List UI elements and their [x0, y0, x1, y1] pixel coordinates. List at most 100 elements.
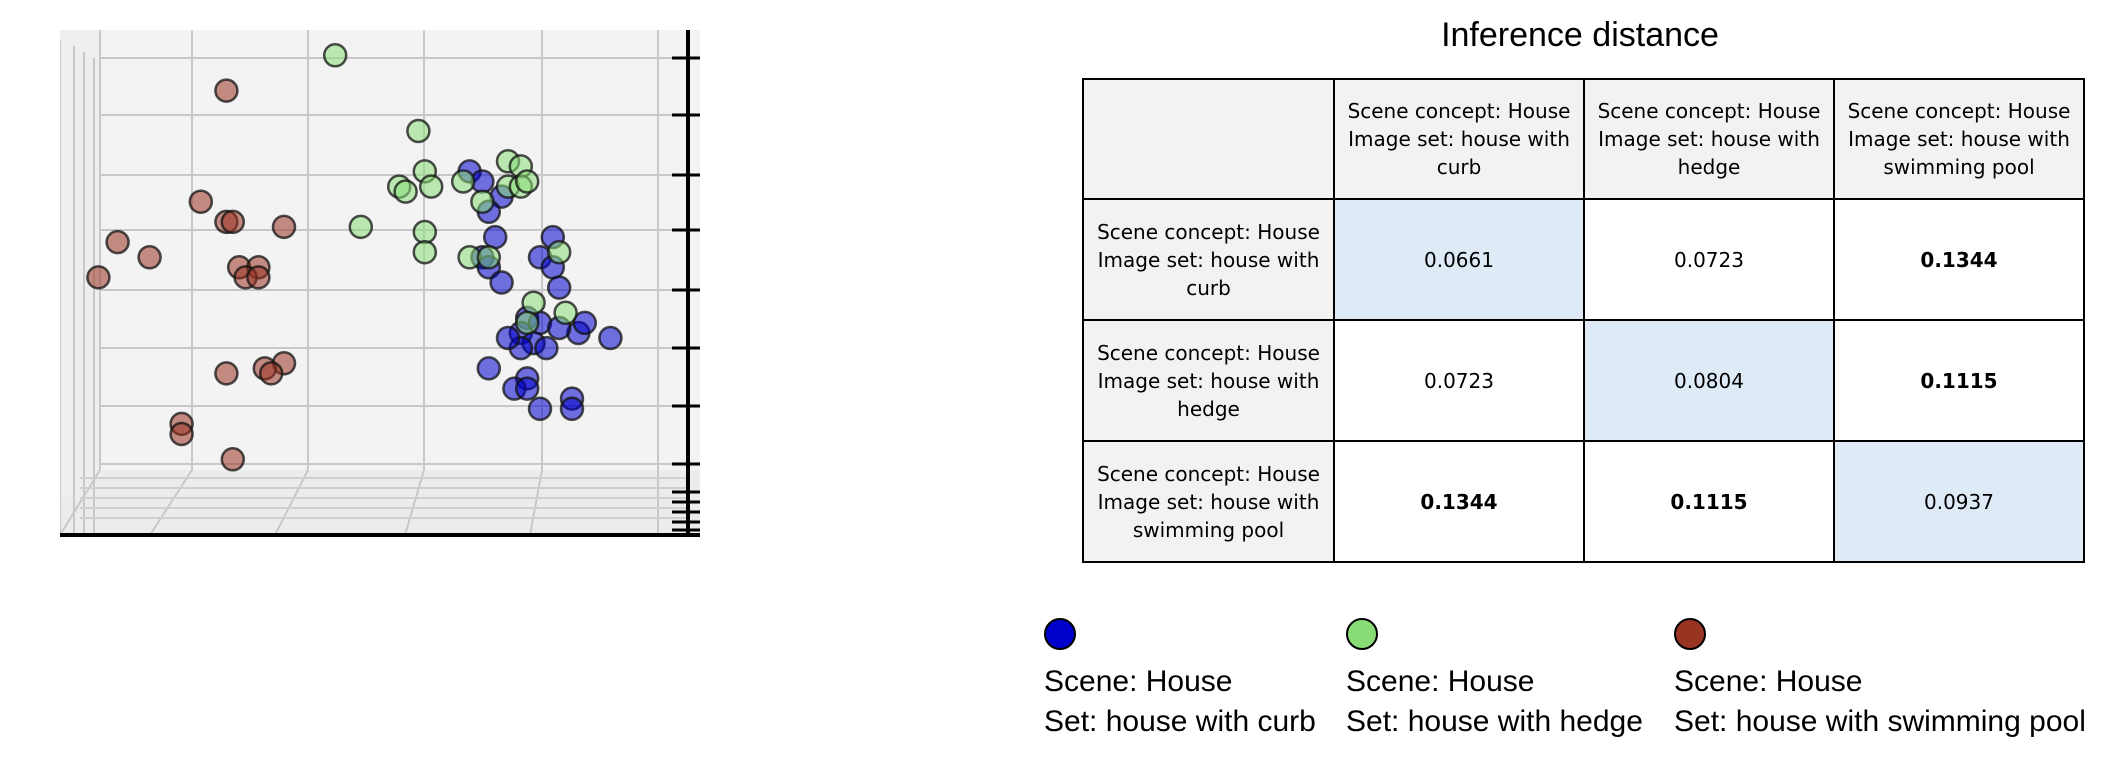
- table-cell: 0.1115: [1833, 319, 2085, 442]
- scatter-point: [521, 290, 546, 315]
- column-header-hedge: Scene concept: House Image set: house wi…: [1583, 78, 1835, 200]
- legend-label-line: Set: house with swimming pool: [1674, 705, 2086, 738]
- scatter-point: [598, 325, 623, 351]
- scatter-point: [553, 300, 578, 326]
- column-header-line: curb: [1436, 155, 1482, 179]
- row-header-line: Scene concept: House: [1097, 340, 1320, 365]
- column-header-line: Scene concept: House: [1347, 99, 1571, 123]
- scatter-point: [246, 265, 271, 290]
- table-cell: 0.0723: [1583, 198, 1835, 321]
- plot-points: [86, 43, 623, 472]
- legend-label-line: Scene: House: [1346, 665, 1535, 698]
- table-cell: 0.0723: [1333, 319, 1585, 442]
- row-header-line: swimming pool: [1132, 517, 1285, 542]
- scatter-point: [418, 174, 444, 199]
- plot-grid: [60, 30, 700, 537]
- row-header-swimming-pool: Scene concept: House Image set: house wi…: [1082, 440, 1335, 563]
- scatter-point: [450, 169, 476, 194]
- scatter-point: [476, 245, 502, 270]
- scatter-point: [559, 396, 585, 422]
- scatter-point: [271, 214, 297, 240]
- legend-label-line: Set: house with hedge: [1346, 705, 1643, 738]
- scatter-point: [476, 356, 502, 381]
- table-cell: 0.0661: [1333, 198, 1585, 321]
- table-cell: 0.1344: [1333, 440, 1585, 563]
- scatter-point: [214, 78, 239, 103]
- scatter-point: [105, 229, 130, 255]
- legend-item-curb: Scene: House Set: house with curb: [1044, 618, 1316, 742]
- table-row-swimming-pool: Scene concept: House Image set: house wi…: [1082, 440, 2085, 563]
- legend-marker-curb: [1044, 618, 1076, 650]
- scatter-point: [214, 361, 239, 386]
- scatter-point: [514, 376, 540, 401]
- scatter-point: [495, 325, 521, 351]
- legend-label-line: Set: house with curb: [1044, 705, 1316, 738]
- scatter-point: [188, 189, 214, 214]
- column-header-line: Image set: house with: [1848, 127, 2070, 151]
- row-header-line: hedge: [1177, 396, 1240, 421]
- scatter-point: [572, 310, 598, 336]
- table-cell: 0.0937: [1833, 440, 2085, 563]
- row-header-line: Scene concept: House: [1097, 219, 1320, 244]
- column-header-line: Image set: house with: [1348, 127, 1570, 151]
- scatter-point: [220, 209, 246, 235]
- scatter-point: [169, 421, 194, 447]
- scatter-point: [546, 275, 572, 300]
- scatter-point: [470, 189, 495, 214]
- scatter-point: [258, 361, 284, 386]
- row-header-line: Scene concept: House: [1097, 461, 1320, 486]
- scatter-3d-plot: [60, 30, 700, 537]
- grid-line: [60, 469, 101, 536]
- column-header-line: Scene concept: House: [1597, 99, 1821, 123]
- table-cell: 0.1344: [1833, 198, 2085, 321]
- table-cell: 0.0804: [1583, 319, 1835, 442]
- row-header-hedge: Scene concept: House Image set: house wi…: [1082, 319, 1335, 442]
- legend-item-swimming-pool: Scene: House Set: house with swimming po…: [1674, 618, 2086, 742]
- legend-marker-hedge: [1346, 618, 1378, 650]
- grid-line: [529, 469, 543, 536]
- scatter-point: [322, 43, 348, 68]
- inference-distance-table: Scene concept: House Image set: house wi…: [1082, 78, 2085, 563]
- row-header-line: Image set: house with: [1097, 489, 1320, 514]
- scatter-point: [393, 179, 418, 204]
- scatter-point: [514, 169, 540, 194]
- table-row-curb: Scene concept: House Image set: house wi…: [1082, 198, 2085, 321]
- scatter-point: [86, 265, 111, 290]
- grid-line: [149, 469, 193, 536]
- column-header-line: Image set: house with: [1598, 127, 1820, 151]
- scatter-point: [527, 396, 553, 422]
- legend-item-hedge: Scene: House Set: house with hedge: [1346, 618, 1643, 742]
- scatter-point: [546, 239, 572, 265]
- column-header-swimming-pool: Scene concept: House Image set: house wi…: [1833, 78, 2085, 200]
- table-cell: 0.1115: [1583, 440, 1835, 563]
- row-header-line: Image set: house with: [1097, 368, 1320, 393]
- grid-line: [404, 469, 425, 536]
- column-header-line: swimming pool: [1883, 155, 2035, 179]
- table-header-row: Scene concept: House Image set: house wi…: [1082, 78, 2085, 200]
- grid-line: [274, 469, 309, 536]
- scatter-point: [514, 310, 540, 336]
- row-header-curb: Scene concept: House Image set: house wi…: [1082, 198, 1335, 321]
- scatter-point: [406, 118, 431, 144]
- scatter-point: [137, 245, 162, 270]
- table-row-hedge: Scene concept: House Image set: house wi…: [1082, 319, 2085, 442]
- scatter-point: [412, 219, 438, 245]
- scatter-point: [412, 239, 438, 265]
- legend-label-line: Scene: House: [1044, 665, 1233, 698]
- scatter-point: [534, 335, 559, 361]
- column-header-line: hedge: [1677, 155, 1741, 179]
- row-header-line: curb: [1186, 275, 1231, 300]
- legend-marker-swimming-pool: [1674, 618, 1706, 650]
- column-header-curb: Scene concept: House Image set: house wi…: [1333, 78, 1585, 200]
- table-title: Inference distance: [1441, 16, 1719, 54]
- row-header-line: Image set: house with: [1097, 247, 1320, 272]
- scatter-point: [220, 447, 246, 472]
- side-wall: [60, 30, 100, 500]
- scatter-point: [482, 224, 508, 250]
- table-corner-cell: [1082, 78, 1335, 200]
- scatter-point: [348, 214, 374, 240]
- scatter-point: [489, 270, 514, 295]
- legend-label-line: Scene: House: [1674, 665, 1863, 698]
- column-header-line: Scene concept: House: [1847, 99, 2071, 123]
- back-wall: [100, 30, 700, 470]
